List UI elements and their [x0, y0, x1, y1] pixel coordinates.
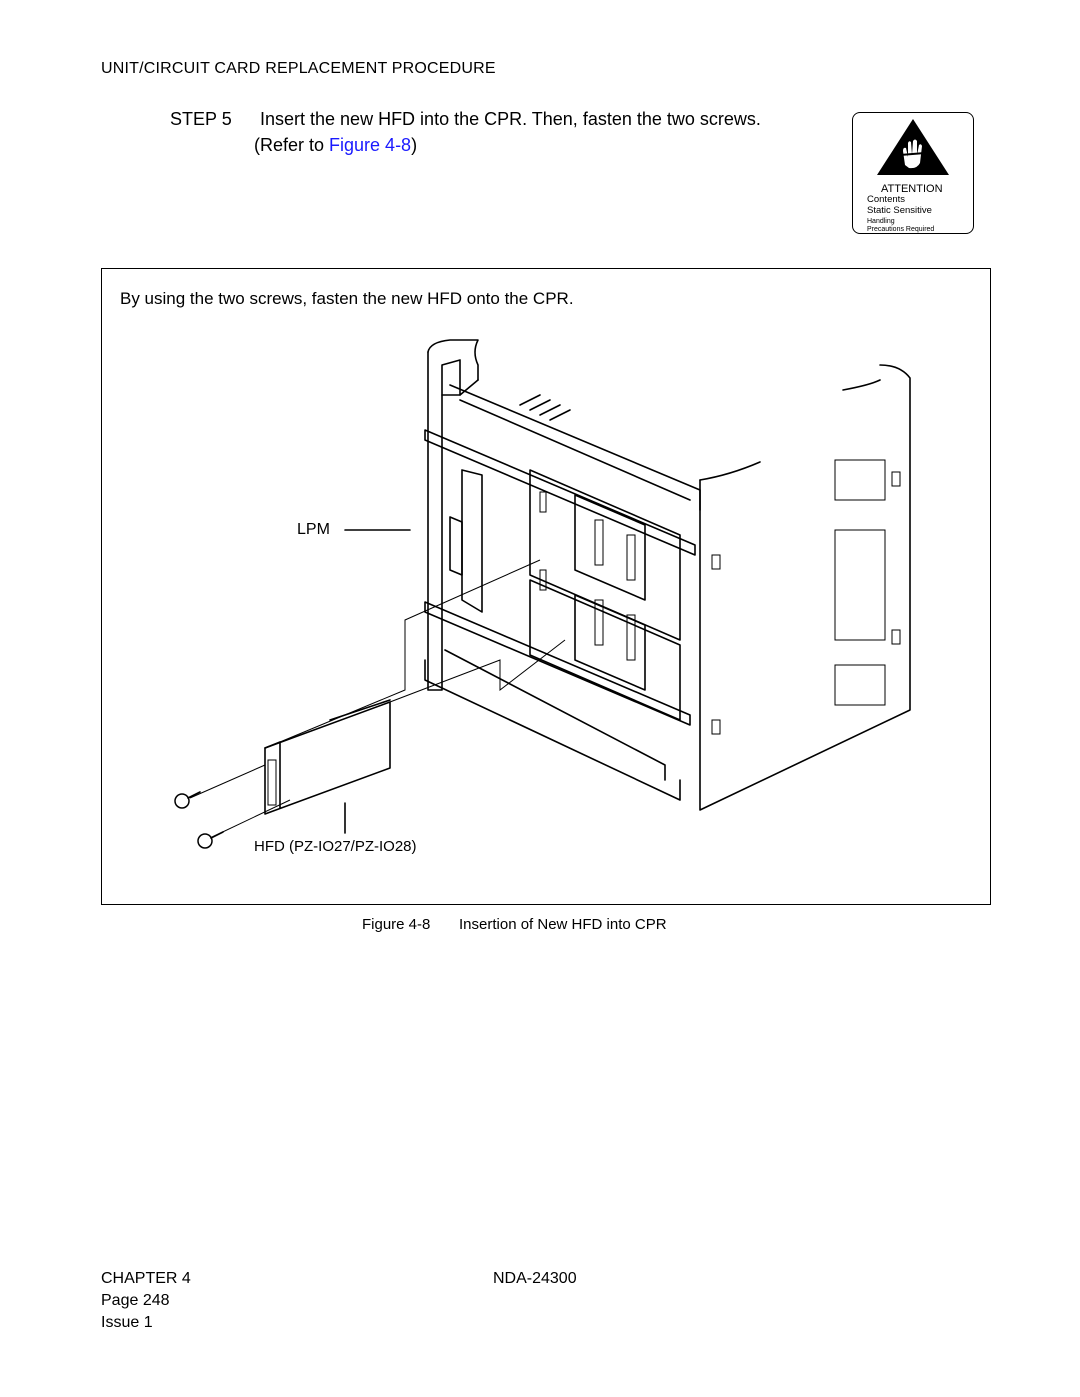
refer-prefix: (Refer to	[254, 135, 330, 155]
section-header: UNIT/CIRCUIT CARD REPLACEMENT PROCEDURE	[101, 60, 496, 77]
figure-instruction: By using the two screws, fasten the new …	[120, 289, 574, 308]
step-instruction: STEP 5 Insert the new HFD into the CPR. T…	[170, 106, 761, 155]
screw-icon	[197, 831, 224, 849]
footer-left: CHAPTER 4 Page 248 Issue 1	[101, 1268, 191, 1334]
step-number: STEP 5	[170, 109, 232, 129]
figure-caption: Figure 4-8 Insertion of New HFD into CPR	[362, 916, 667, 933]
attention-line2: Static Sensitive	[867, 205, 932, 216]
attention-label: ATTENTION Contents Static Sensitive Hand…	[852, 112, 974, 234]
refer-suffix: )	[411, 135, 418, 155]
hfd-label: HFD (PZ-IO27/PZ-IO28)	[254, 838, 417, 855]
attention-title: ATTENTION	[881, 183, 943, 195]
caption-text: Insertion of New HFD into CPR	[459, 916, 667, 933]
caption-number: Figure 4-8	[362, 916, 431, 933]
figure-frame: By using the two screws, fasten the new …	[101, 268, 991, 905]
attention-line1: Contents	[867, 194, 906, 205]
footer-issue: Issue 1	[101, 1314, 153, 1331]
footer-chapter: CHAPTER 4	[101, 1270, 191, 1287]
lpm-label: LPM	[297, 521, 330, 538]
step-reference: (Refer to Figure 4-8)	[254, 132, 417, 158]
hand-icon	[899, 139, 926, 169]
attention-line3: Handling	[867, 218, 895, 225]
figure-link[interactable]: Figure 4-8	[329, 135, 412, 155]
footer-doc-id: NDA-24300	[493, 1270, 577, 1287]
screw-icon	[174, 791, 201, 809]
attention-line4: Precautions Required	[867, 226, 935, 233]
step-text: Insert the new HFD into the CPR. Then, f…	[260, 109, 761, 129]
esd-warning-icon	[877, 119, 949, 175]
footer-page: Page 248	[101, 1292, 170, 1309]
